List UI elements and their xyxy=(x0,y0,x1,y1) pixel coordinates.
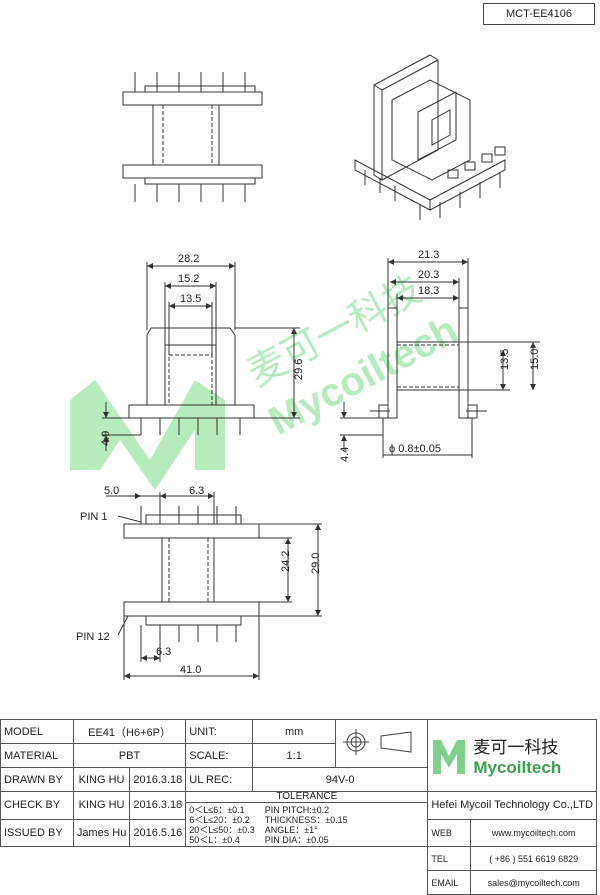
issued-name: James Hu xyxy=(72,818,131,847)
tol-left-2: 6＜L≤20：±0.2 xyxy=(189,815,250,825)
top-left-view xyxy=(122,72,263,202)
label-pin12: PIN 12 xyxy=(76,631,110,643)
drawing-code: MCT-EE4106 xyxy=(483,3,595,25)
watermark: 麦可一科技 Mycoiltech xyxy=(70,269,465,490)
material-value: PBT xyxy=(72,743,187,768)
front-view xyxy=(102,262,300,451)
tol-right-3: ANGLE：±1° xyxy=(264,825,318,835)
tel-label: TEL xyxy=(427,846,472,871)
model-label: MODEL xyxy=(0,719,74,744)
isometric-view xyxy=(354,54,506,220)
unit-label: UNIT: xyxy=(185,719,253,744)
bottom-view xyxy=(106,492,322,680)
dim-side-c: 18.3 xyxy=(418,285,439,297)
drawn-name: KING HU xyxy=(72,767,131,792)
email-value[interactable]: sales@mycoiltech.com xyxy=(470,870,597,895)
tol-right-2: THICKNESS：±0.15 xyxy=(264,815,348,825)
check-date: 2016.3.18 xyxy=(129,791,187,820)
company-logo-cell: 麦可一科技 Mycoiltech xyxy=(427,719,597,792)
dim-front-mid: 15.2 xyxy=(178,273,199,285)
dim-side-b: 20.3 xyxy=(418,269,439,281)
title-block: MODEL EE41（H6+6P） UNIT: mm 麦可一科技 Mycoilt… xyxy=(0,719,597,895)
issued-label: ISSUED BY xyxy=(0,818,74,847)
dim-front-height: 29.6 xyxy=(293,359,305,380)
drawing-canvas: 麦可一科技 Mycoiltech xyxy=(70,54,541,680)
drawn-label: DRAWN BY xyxy=(0,767,74,792)
drawn-date: 2016.3.18 xyxy=(129,767,187,792)
issued-date: 2016.5.16 xyxy=(129,818,187,847)
tol-left-4: 50＜L：±0.4 xyxy=(189,835,240,845)
tol-right-1: PIN PITCH:±0.2 xyxy=(264,805,330,815)
scale-label: SCALE: xyxy=(185,743,253,768)
web-label: WEB xyxy=(427,818,472,847)
dim-front-width: 28.2 xyxy=(178,253,199,265)
company-logo-icon xyxy=(433,739,466,774)
ul-label: UL REC: xyxy=(185,767,253,792)
check-label: CHECK BY xyxy=(0,791,74,820)
tolerance-block: TOLERANCE 0＜L≤6：±0.1 6＜L≤20：±0.2 20＜L≤50… xyxy=(185,791,429,847)
dim-bottom-b: 6.3 xyxy=(189,485,204,497)
dim-side-pin: 4.4 xyxy=(339,447,351,462)
check-name: KING HU xyxy=(72,791,131,820)
dim-front-pin: 4.9 xyxy=(100,431,112,446)
tolerance-title: TOLERANCE xyxy=(186,792,428,803)
unit-value: mm xyxy=(251,719,337,744)
company-full-name: Hefei Mycoil Technology Co.,LTD xyxy=(427,791,597,820)
company-en: Mycoiltech xyxy=(473,758,562,777)
email-label: EMAIL xyxy=(427,870,472,895)
tol-left-3: 20＜L≤50：±0.3 xyxy=(189,825,255,835)
dim-bottom-a: 5.0 xyxy=(104,485,119,497)
tel-value: ( +86 ) 551 6619 6829 xyxy=(470,846,597,871)
web-value[interactable]: www.mycoiltech.com xyxy=(470,818,597,847)
watermark-logo xyxy=(70,380,225,490)
dim-side-a: 21.3 xyxy=(418,249,439,261)
tol-left-1: 0＜L≤6：±0.1 xyxy=(189,805,245,815)
drawing-sheet: 麦可一科技 Mycoiltech xyxy=(70,54,541,680)
dim-bottom-h1: 24.2 xyxy=(280,551,292,572)
tol-right-4: PIN DIA：±0.05 xyxy=(264,835,329,845)
projection-symbol xyxy=(335,719,429,768)
material-label: MATERIAL xyxy=(0,743,74,768)
model-value: EE41（H6+6P） xyxy=(72,719,187,744)
projection-icon xyxy=(343,729,412,755)
dim-bottom-width: 41.0 xyxy=(180,664,201,676)
dim-front-inner: 13.5 xyxy=(180,293,201,305)
side-view xyxy=(340,258,540,458)
scale-value: 1:1 xyxy=(251,743,337,768)
dim-bottom-h2: 29.0 xyxy=(310,553,322,574)
dim-side-h1: 13.5 xyxy=(499,349,511,370)
dimension-labels: 28.2 15.2 13.5 29.6 4.9 21.3 20.3 18.3 1… xyxy=(76,249,541,676)
company-cn: 麦可一科技 xyxy=(473,738,559,757)
label-pin1: PIN 1 xyxy=(80,511,108,523)
dim-side-diameter: ϕ 0.8±0.05 xyxy=(389,443,441,455)
ul-value: 94V-0 xyxy=(251,767,429,792)
dim-side-h2: 15.0 xyxy=(529,349,541,370)
dim-bottom-c: 6.3 xyxy=(156,646,171,658)
